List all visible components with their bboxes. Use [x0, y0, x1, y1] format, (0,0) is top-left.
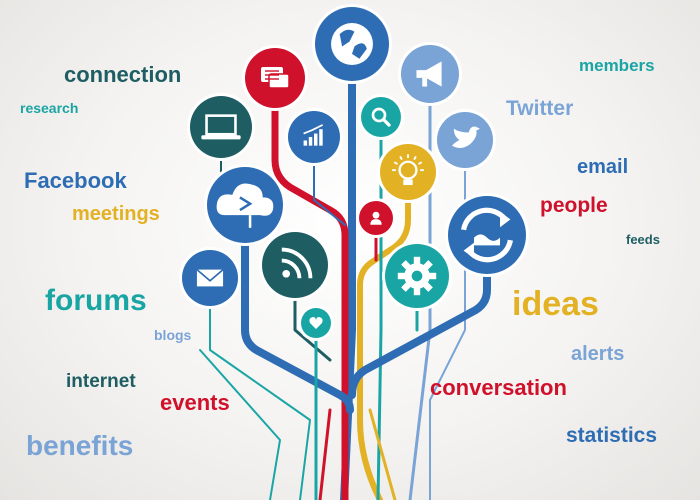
- word-feeds: feeds: [626, 232, 660, 247]
- word-members: members: [579, 56, 655, 75]
- word-connection: connection: [64, 62, 182, 87]
- heart-icon: [298, 305, 334, 341]
- chat-bubbles-icon: [242, 45, 308, 111]
- word-internet: internet: [66, 371, 136, 392]
- word-forums: forums: [45, 284, 147, 317]
- word-facebook: Facebook: [24, 168, 127, 193]
- bar-chart-icon: [285, 108, 343, 166]
- person-icon: [356, 198, 396, 238]
- word-statistics: statistics: [566, 424, 658, 447]
- tree-branch: [209, 277, 311, 500]
- tree-branch: [271, 74, 349, 500]
- word-people: people: [540, 194, 608, 217]
- megaphone-icon: [398, 42, 462, 106]
- search-icon: [358, 94, 404, 140]
- gear-icon: [382, 241, 452, 311]
- tree-branch: [368, 408, 397, 500]
- word-events: events: [160, 390, 230, 415]
- word-twitter: Twitter: [506, 97, 574, 120]
- tree-branch: [199, 349, 281, 500]
- tree-branch: [357, 169, 411, 500]
- word-alerts: alerts: [571, 343, 625, 365]
- tree-branch: [318, 408, 332, 500]
- lightbulb-icon: [377, 141, 439, 203]
- cloud-share-icon: [204, 164, 286, 246]
- icon-nodes: [179, 4, 529, 341]
- word-benefits: benefits: [26, 430, 134, 461]
- globe-icon: [312, 4, 392, 84]
- mail-icon: [179, 247, 241, 309]
- tree-branch: [241, 201, 354, 414]
- word-ideas: ideas: [512, 285, 599, 323]
- word-research: research: [20, 100, 79, 116]
- rss-icon: [259, 229, 331, 301]
- word-conversation: conversation: [430, 375, 567, 400]
- word-blogs: blogs: [154, 327, 192, 343]
- tree-branch: [348, 231, 491, 399]
- word-email: email: [577, 156, 629, 178]
- twitter-bird-icon: [434, 109, 496, 171]
- word-meetings: meetings: [72, 203, 160, 225]
- laptop-icon: [187, 93, 255, 161]
- sync-arrows-icon: [445, 193, 529, 277]
